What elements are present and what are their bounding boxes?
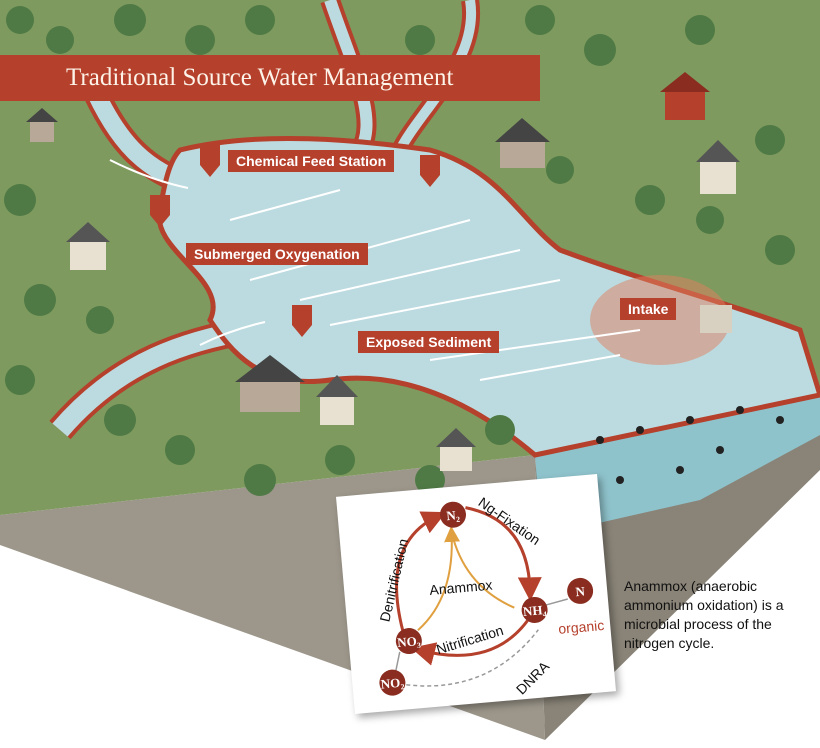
trees (4, 4, 795, 496)
label-intake: Intake (620, 298, 677, 320)
anammox-arrow (417, 525, 461, 631)
flow-arrow (109, 159, 189, 189)
svg-text:NH₄: NH₄ (522, 602, 547, 619)
svg-text:NO₃: NO₃ (397, 633, 422, 650)
svg-text:N₂: N₂ (446, 507, 461, 523)
label-denitrification: Denitrification (377, 537, 412, 623)
label-ng-fixation: Ng-Fixation (475, 494, 543, 548)
molecule-n-organic: N (567, 577, 594, 604)
label-chemical-feed-station: Chemical Feed Station (228, 150, 395, 172)
page-title: Traditional Source Water Management (0, 55, 540, 101)
label-dnra: DNRA (513, 658, 553, 698)
dnra-arrow (392, 629, 539, 687)
intake-glow (590, 275, 730, 365)
molecule-n2: N₂ (440, 501, 467, 528)
flow-arrow (199, 321, 266, 346)
label-submerged-oxygenation: Submerged Oxygenation (186, 243, 368, 265)
houses (26, 72, 740, 471)
denitrification-arrow (395, 511, 447, 632)
svg-text:N: N (575, 583, 586, 599)
label-anammox: Anammox (429, 577, 493, 598)
nitrogen-cycle-card: N₂ NH₄ NO₃ NO₂ N organic Ng-Fixation Den… (335, 473, 617, 715)
organic-label: organic (558, 617, 605, 637)
intake-building (700, 305, 732, 333)
microbes (596, 406, 784, 484)
lake-cross-section (535, 395, 820, 525)
svg-text:NO₂: NO₂ (380, 675, 405, 692)
molecule-nh4: NH₄ (521, 596, 548, 623)
caption: Anammox (anaerobic ammonium oxidation) i… (624, 578, 784, 651)
molecule-no2: NO₂ (379, 669, 406, 696)
label-exposed-sediment: Exposed Sediment (358, 331, 500, 353)
nitrification-arrow (410, 619, 529, 666)
label-nitrification: Nitrification (434, 622, 505, 658)
oxygenation-diffusers (229, 189, 641, 381)
molecule-no3: NO₃ (395, 628, 422, 655)
fixation-arrow (465, 506, 542, 602)
chemical-feed-tanks (150, 145, 440, 337)
